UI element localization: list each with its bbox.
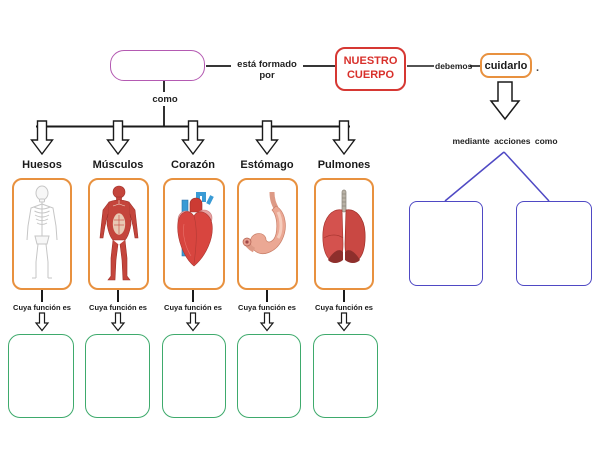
lungs-image xyxy=(322,189,366,263)
heart-image xyxy=(177,192,214,267)
stomach-image xyxy=(242,191,286,254)
organ-label-corazon: Corazón xyxy=(171,159,215,171)
caption-pulmones: Cuya función es xyxy=(315,303,373,312)
nuestro-cuerpo-box: NUESTRO CUERPO xyxy=(335,47,406,91)
down-arrow-icon xyxy=(337,312,351,332)
down-arrow-icon xyxy=(111,312,125,332)
organ-image-box-pulmones xyxy=(314,178,374,290)
esta-formado-por-label: está formado por xyxy=(237,59,297,81)
organ-label-pulmones: Pulmones xyxy=(317,159,371,171)
organ-image-box-estomago xyxy=(237,178,298,290)
cuidarlo-box: cuidarlo xyxy=(480,53,532,78)
down-arrow-icon xyxy=(35,312,49,332)
care-answer-box-2 xyxy=(516,201,592,286)
down-arrow-icon xyxy=(260,312,274,332)
down-arrow-icon xyxy=(489,81,521,121)
muscles-image xyxy=(99,185,138,281)
caption-musculos: Cuya función es xyxy=(89,303,147,312)
debemos-label: debemos xyxy=(435,61,473,71)
organ-image-box-corazon xyxy=(163,178,225,290)
mediante-acciones-label: mediante acciones como xyxy=(452,136,558,146)
answer-box-pulmones xyxy=(313,334,378,418)
caption-corazon: Cuya función es xyxy=(164,303,222,312)
organ-label-huesos: Huesos xyxy=(22,159,62,171)
answer-box-musculos xyxy=(85,334,150,418)
answer-box-estomago xyxy=(237,334,301,418)
como-label: como xyxy=(152,94,178,105)
organ-image-box-musculos xyxy=(88,178,149,290)
care-answer-box-1 xyxy=(409,201,483,286)
organ-label-estomago: Estómago xyxy=(240,159,294,171)
period-text: . xyxy=(536,62,540,74)
empty-topic-box xyxy=(110,50,205,81)
answer-box-huesos xyxy=(8,334,74,418)
caption-huesos: Cuya función es xyxy=(13,303,71,312)
caption-estomago: Cuya función es xyxy=(238,303,296,312)
skeleton-image xyxy=(26,185,58,279)
organ-image-box-huesos xyxy=(12,178,72,290)
organ-label-musculos: Músculos xyxy=(92,159,144,171)
answer-box-corazon xyxy=(162,334,226,418)
down-arrow-icon xyxy=(186,312,200,332)
